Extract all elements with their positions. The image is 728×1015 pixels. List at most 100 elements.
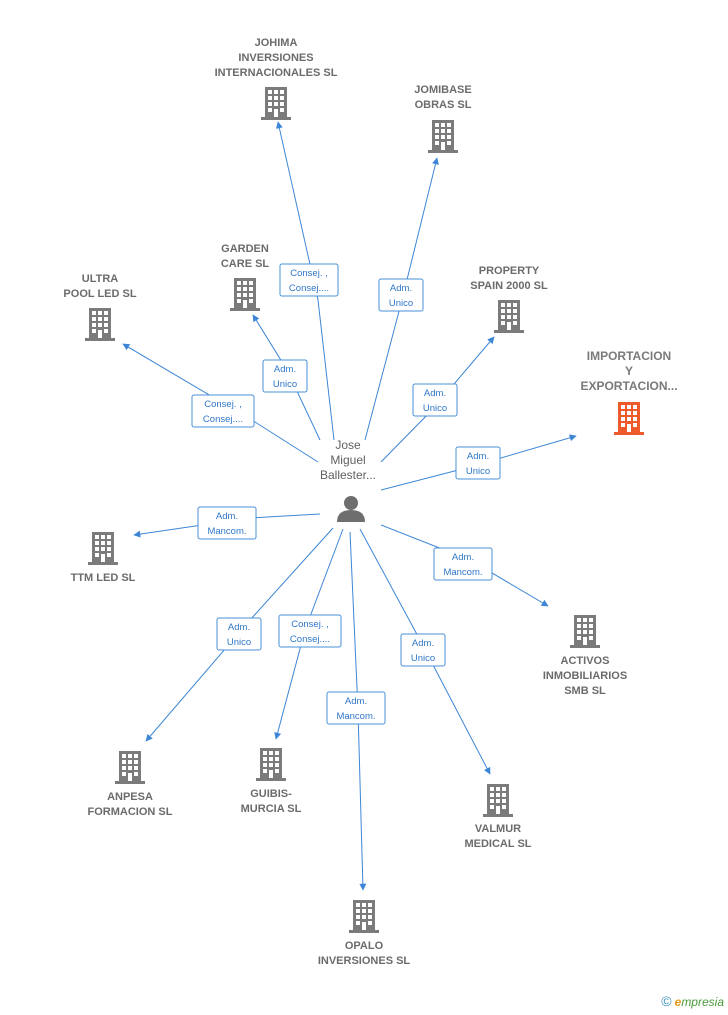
company-node-jomibase[interactable]: JOMIBASE OBRAS SL [414, 84, 472, 153]
role-badge-text: Mancom. [336, 711, 375, 722]
company-label: GARDEN [221, 243, 269, 255]
roles-layer: Consej. ,Consej....Adm.UnicoAdm.UnicoCon… [191, 263, 501, 725]
brand-initial: e [674, 995, 682, 1009]
role-badge-text: Adm. [390, 283, 412, 294]
brand-name: mpresia [681, 995, 724, 1009]
role-badge-box [326, 691, 386, 725]
company-node-property-spain[interactable]: PROPERTY SPAIN 2000 SL [470, 265, 548, 333]
role-badge-text: Unico [423, 403, 447, 414]
company-label: EXPORTACION... [580, 379, 677, 393]
role-badge-guibis[interactable]: Consej. , Consej.... [278, 614, 342, 648]
building-icon [428, 120, 458, 153]
company-label: ULTRA [82, 273, 119, 285]
role-badge-text: Consej.... [203, 414, 243, 425]
company-node-importacion[interactable]: IMPORTACIONYEXPORTACION... [580, 349, 678, 435]
role-badge-text: Consej. , [291, 619, 329, 630]
company-label: JOHIMA [255, 37, 298, 49]
company-label: JOMIBASE [414, 84, 471, 96]
role-badge-ttm-led[interactable]: Adm. Mancom. [197, 506, 257, 540]
role-badge-box [433, 547, 493, 581]
building-icon [115, 751, 145, 784]
role-badge-box [262, 359, 308, 393]
role-badge-box [412, 383, 458, 417]
role-badge-property-spain[interactable]: Adm. Unico [412, 383, 458, 417]
company-label: POOL LED SL [63, 288, 136, 300]
company-label: Y [625, 364, 633, 378]
role-badge-valmur[interactable]: Adm.Unico [400, 633, 446, 667]
building-icon [261, 87, 291, 120]
role-badge-garden-care[interactable]: Adm.Unico [262, 359, 308, 393]
role-badge-text: Unico [389, 298, 413, 309]
company-node-guibis[interactable]: GUIBIS- MURCIA SL [241, 748, 302, 815]
company-label: SPAIN 2000 SL [470, 280, 548, 292]
nodes-layer: JOHIMA INVERSIONES INTERNACIONALES SL JOMIB… [63, 37, 677, 967]
role-badge-box [278, 614, 342, 648]
role-badge-johima[interactable]: Consej. ,Consej.... [279, 263, 339, 297]
company-label: INTERNACIONALES SL [215, 67, 338, 79]
role-badge-text: Adm. [424, 388, 446, 399]
role-badge-text: Consej.... [290, 634, 330, 645]
company-node-anpesa[interactable]: ANPESA FORMACION SL [88, 751, 173, 818]
building-icon [483, 784, 513, 817]
role-badge-importacion[interactable]: Adm. Unico [455, 446, 501, 480]
copyright-icon: © [661, 993, 672, 1009]
company-node-johima[interactable]: JOHIMA INVERSIONES INTERNACIONALES SL [215, 37, 338, 120]
company-node-ultra-pool[interactable]: ULTRA POOL LED SL [63, 273, 137, 341]
company-label: PROPERTY [479, 265, 540, 277]
person-name: Jose [335, 438, 361, 452]
company-node-ttm-led[interactable]: TTM LED SL [71, 532, 136, 584]
role-badge-text: Unico [411, 653, 435, 664]
role-badge-box [197, 506, 257, 540]
company-label: FORMACION SL [88, 806, 173, 818]
building-icon [494, 300, 524, 333]
building-icon [230, 278, 260, 311]
company-label: INMOBILIARIOS [543, 670, 627, 682]
company-label: ACTIVOS [561, 655, 610, 667]
role-badge-text: Adm. [345, 696, 367, 707]
footer-brand: ©empresia [661, 993, 724, 1009]
building-icon [570, 615, 600, 648]
company-label: ANPESA [107, 791, 153, 803]
company-label: INVERSIONES [238, 52, 313, 64]
role-badge-anpesa[interactable]: Adm.Unico [216, 617, 262, 651]
person-icon [337, 496, 365, 522]
role-badge-jomibase[interactable]: Adm. Unico [378, 278, 424, 312]
role-badge-opalo[interactable]: Adm. Mancom. [326, 691, 386, 725]
person-name: Miguel [330, 453, 365, 467]
role-badge-text: Mancom. [207, 526, 246, 537]
role-badge-text: Mancom. [443, 567, 482, 578]
center-person[interactable]: JoseMiguelBallester... [320, 438, 376, 522]
person-name: Ballester... [320, 468, 376, 482]
role-badge-ultra-pool[interactable]: Consej. , Consej.... [191, 394, 255, 428]
role-badge-box [191, 394, 255, 428]
company-label: MURCIA SL [241, 803, 302, 815]
building-icon [85, 308, 115, 341]
role-badge-box [279, 263, 339, 297]
building-icon [88, 532, 118, 565]
company-node-garden-care[interactable]: GARDEN CARE SL [221, 243, 270, 311]
role-badge-box [400, 633, 446, 667]
role-badge-activos[interactable]: Adm. Mancom. [433, 547, 493, 581]
role-badge-text: Adm. [467, 451, 489, 462]
role-badge-box [216, 617, 262, 651]
company-label: CARE SL [221, 258, 270, 270]
role-badge-text: Adm. [228, 622, 250, 633]
role-badge-text: Adm. [274, 364, 296, 375]
role-badge-text: Adm. [216, 511, 238, 522]
edge-johima [275, 121, 335, 441]
building-icon [256, 748, 286, 781]
building-icon [614, 402, 644, 435]
edge-ultra-pool [122, 343, 319, 463]
role-badge-text: Adm. [452, 552, 474, 563]
company-label: OPALO [345, 940, 384, 952]
company-label: GUIBIS- [250, 788, 292, 800]
role-badge-text: Unico [466, 466, 490, 477]
company-label: OBRAS SL [415, 99, 472, 111]
role-badge-text: Consej. , [204, 399, 242, 410]
role-badge-box [455, 446, 501, 480]
role-badge-text: Consej.... [289, 283, 329, 294]
